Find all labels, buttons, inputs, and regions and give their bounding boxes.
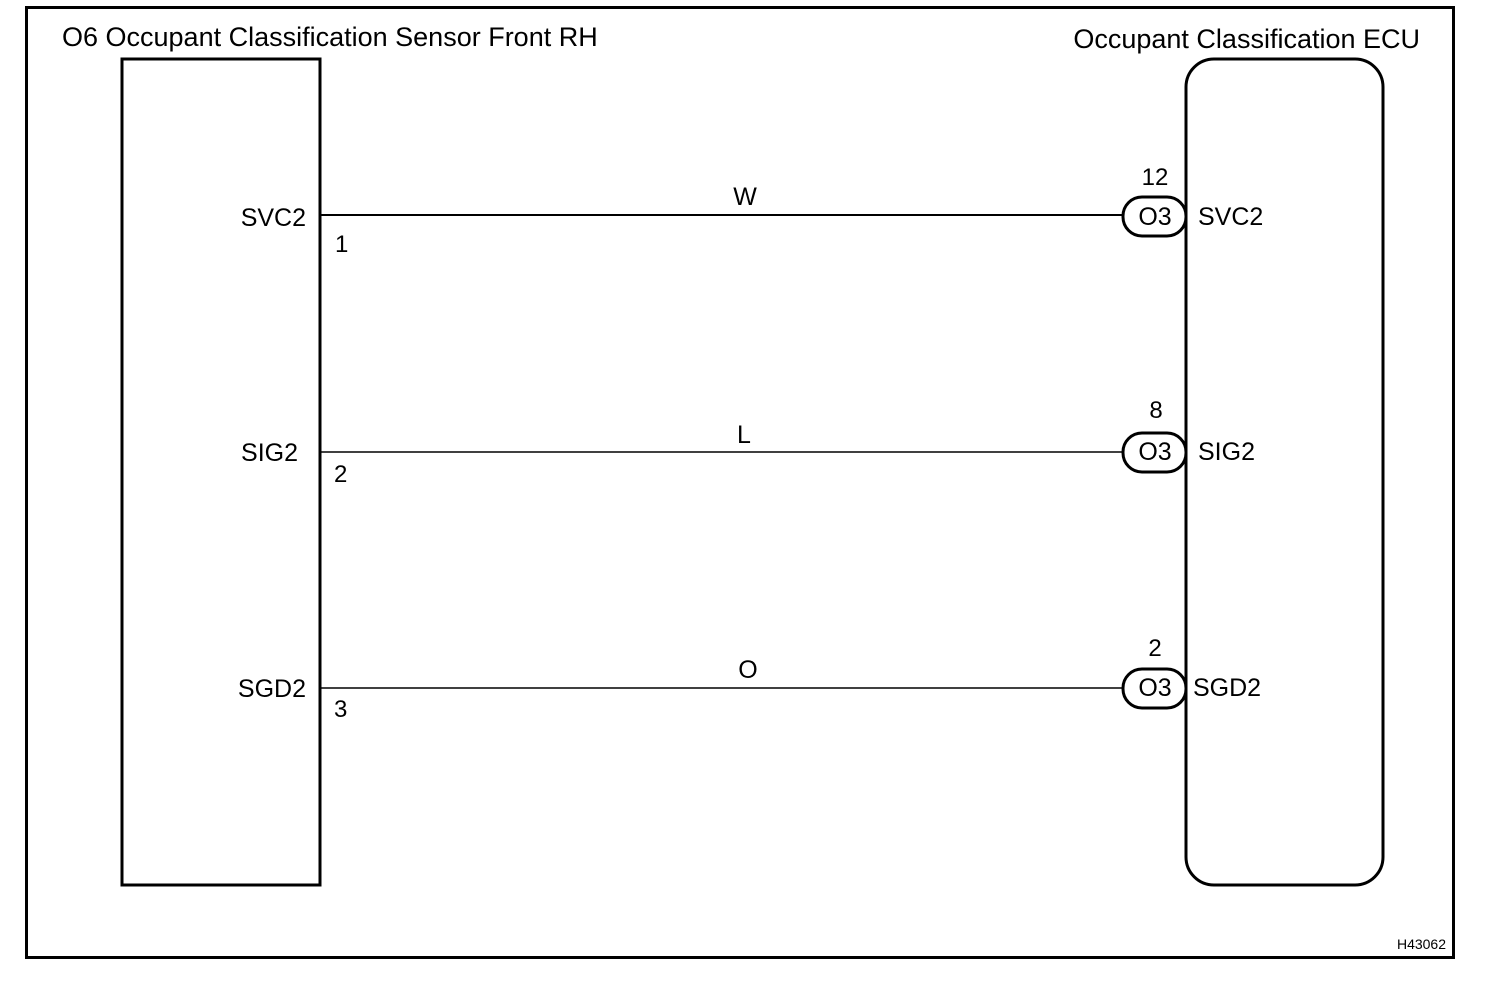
diagram-frame — [25, 6, 1455, 959]
left-pin-name-1: SVC2 — [241, 204, 306, 232]
wire-2: SIG2 2 L O3 8 SIG2 — [241, 397, 1255, 488]
wire-1: SVC2 1 W O3 12 SVC2 — [241, 164, 1264, 258]
right-component-title: Occupant Classification ECU — [1073, 24, 1420, 54]
right-pin-number-1: 12 — [1142, 164, 1169, 191]
left-pin-number-1: 1 — [335, 231, 348, 258]
left-pin-number-3: 3 — [334, 696, 347, 723]
right-pin-number-3: 2 — [1148, 635, 1161, 662]
figure-id: H43062 — [1397, 936, 1446, 952]
right-pin-name-2: SIG2 — [1198, 438, 1255, 466]
wire-color-3: O — [738, 656, 757, 684]
left-pin-name-2: SIG2 — [241, 439, 298, 467]
connector-badge-3 — [1121, 667, 1188, 710]
left-pin-name-3: SGD2 — [238, 675, 306, 703]
wire-color-1: W — [733, 183, 757, 211]
connector-code-2: O3 — [1138, 438, 1171, 466]
connector-badge-1 — [1121, 195, 1188, 238]
left-pin-number-2: 2 — [334, 461, 347, 488]
wire-3: SGD2 3 O O3 2 SGD2 — [238, 635, 1261, 723]
connector-badge-2 — [1121, 431, 1188, 474]
wire-color-2: L — [737, 421, 751, 449]
sensor-component-box — [120, 57, 322, 887]
ecu-component-box — [1184, 57, 1385, 887]
right-pin-name-1: SVC2 — [1198, 203, 1263, 231]
connector-code-1: O3 — [1138, 203, 1171, 231]
connector-code-3: O3 — [1138, 674, 1171, 702]
right-pin-number-2: 8 — [1149, 397, 1162, 424]
left-component-title: O6 Occupant Classification Sensor Front … — [62, 22, 598, 52]
right-pin-name-3: SGD2 — [1193, 674, 1261, 702]
